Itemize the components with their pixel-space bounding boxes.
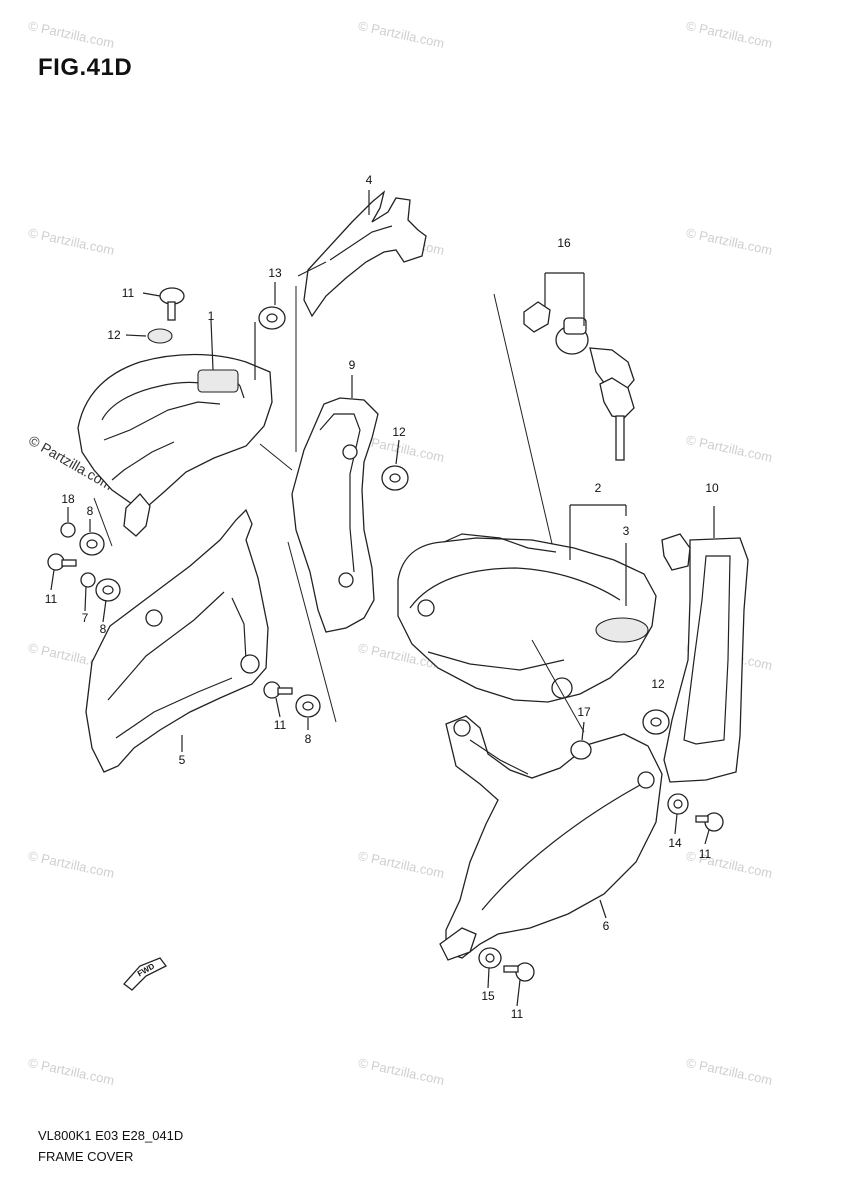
part-15-grommet: [478, 947, 502, 969]
callout-label: 11: [121, 286, 135, 300]
part-9-bracket: [291, 397, 379, 633]
part-8-grommet: [95, 578, 121, 602]
part-11-screw: [503, 962, 535, 982]
callout-label: 3: [622, 524, 630, 538]
part-8-grommet: [79, 532, 105, 556]
part-11-screw: [47, 553, 77, 571]
callout-label: 17: [577, 705, 591, 719]
part-12-grommet: [642, 709, 670, 735]
callout-label: 12: [107, 328, 121, 342]
callout-label: 16: [557, 236, 571, 250]
callout-label: 15: [481, 989, 495, 1003]
callout-label: 11: [273, 718, 287, 732]
callout-label: 12: [392, 425, 406, 439]
callout-label: 11: [44, 592, 58, 606]
callout-label: 1: [207, 309, 215, 323]
callout-label: 10: [705, 481, 719, 495]
part-16-lock-set: [523, 301, 635, 461]
figure-title: FIG.41D: [38, 54, 133, 81]
callout-label: 5: [178, 753, 186, 767]
leader-line: [297, 261, 327, 277]
callout-label: 8: [304, 732, 312, 746]
part-12-grommet: [381, 465, 409, 491]
callout-label: 18: [61, 492, 75, 506]
part-11-screw: [263, 681, 293, 699]
part-18-nut: [60, 522, 76, 538]
callout-label: 12: [651, 677, 665, 691]
part-1-upper-cover: [77, 353, 273, 537]
part-8-grommet: [295, 694, 321, 718]
callout-label: 11: [510, 1007, 524, 1021]
callout-label: 8: [86, 504, 94, 518]
part-5-lower-cover: [85, 508, 269, 773]
callout-label: 8: [99, 622, 107, 636]
callout-label: 9: [348, 358, 356, 372]
figure-code: VL800K1 E03 E28_041D: [38, 1128, 184, 1143]
part-11-screw: [159, 287, 185, 321]
part-4-bracket: [303, 190, 427, 318]
leader-line: [93, 497, 113, 547]
part-13-grommet: [258, 306, 286, 330]
callout-leaders: [50, 190, 710, 1007]
callout-label: 11: [698, 847, 712, 861]
leader-line: [287, 541, 337, 723]
part-12-grommet: [147, 328, 173, 344]
part-14-grommet: [667, 793, 689, 815]
forward-arrow-icon: [123, 957, 167, 991]
figure-name: FRAME COVER: [38, 1149, 134, 1164]
part-6-lower-cover: [439, 715, 663, 961]
leader-line: [531, 639, 585, 733]
callout-label: 6: [602, 919, 610, 933]
callout-label: 4: [365, 173, 373, 187]
part-10-bracket: [661, 533, 749, 783]
part-17-grommet: [570, 740, 592, 760]
part-7-washer: [80, 572, 96, 588]
part-2-right-cover: [397, 533, 657, 703]
callout-label: 7: [81, 611, 89, 625]
callout-label: 13: [268, 266, 282, 280]
callout-label: 2: [594, 481, 602, 495]
part-11-screw: [695, 812, 724, 832]
leader-line: [259, 443, 293, 471]
callout-label: 14: [668, 836, 682, 850]
